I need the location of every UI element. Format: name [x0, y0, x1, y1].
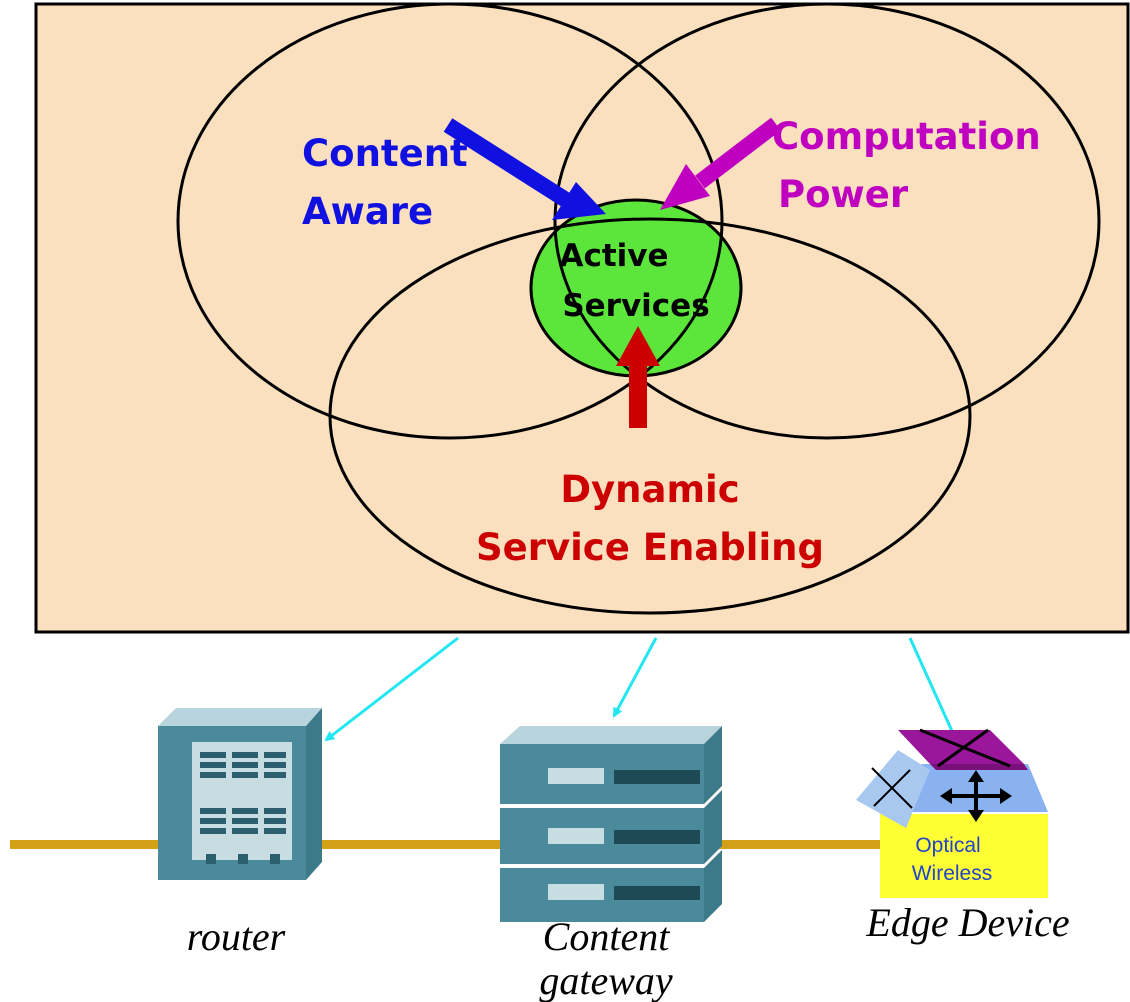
router-label: router: [187, 914, 286, 959]
router-icon: [158, 708, 322, 880]
edge-badge-line-1: Optical: [915, 834, 980, 857]
computation-power-label-1: Computation: [772, 115, 1041, 158]
dynamic-service-label-1: Dynamic: [560, 468, 739, 511]
gateway-label-1: Content: [543, 914, 671, 959]
network-bus-line: [10, 840, 890, 849]
computation-power-label-2: Power: [778, 173, 909, 216]
connector-to-edge-device: [908, 637, 958, 742]
connector-to-gateway: [612, 637, 658, 718]
dynamic-service-label-2: Service Enabling: [476, 526, 824, 569]
active-services-label-2: Services: [562, 288, 709, 324]
content-gateway-icon: [500, 726, 722, 922]
edge-badge-line-2: Wireless: [912, 862, 993, 885]
venn-circle-computation-power: [553, 2, 1101, 440]
gateway-label-2: gateway: [539, 958, 673, 1002]
active-services-label-1: Active: [559, 238, 668, 274]
edge-device-label: Edge Device: [865, 900, 1069, 945]
connector-to-router: [324, 636, 459, 742]
venn-circle-dynamic-service: [328, 217, 972, 615]
edge-device-icon: [856, 728, 1048, 898]
computation-power-arrow: [660, 117, 781, 210]
content-aware-arrow: [443, 118, 606, 220]
content-aware-label-1: Content: [302, 132, 468, 175]
venn-circle-content-aware: [176, 2, 724, 440]
dynamic-service-arrow: [616, 326, 660, 428]
content-aware-label-2: Aware: [302, 190, 433, 233]
